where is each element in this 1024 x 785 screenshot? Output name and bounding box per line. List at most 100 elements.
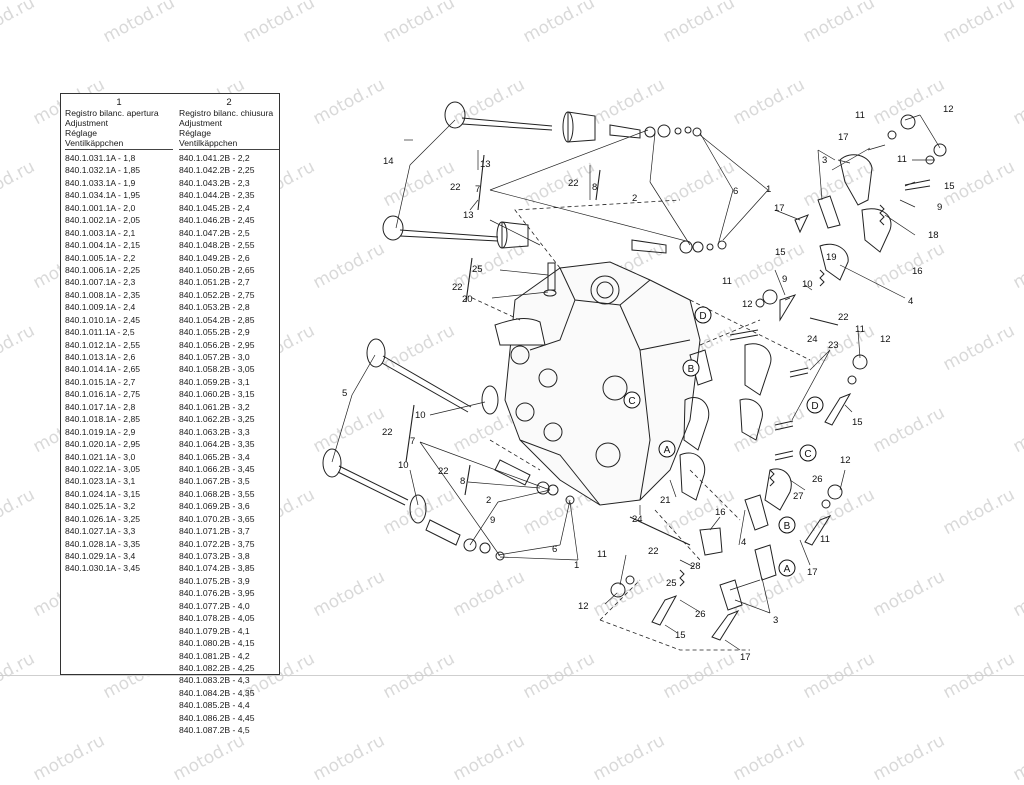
callout-numbers: 14 13 22 7 13 22 8 2 6 1 25 22 20 5 10 2…: [342, 104, 955, 663]
ref-letter-b: B: [688, 364, 695, 375]
table-row: 840.1.029.1A - 3,4: [65, 551, 136, 561]
ref-letter-c-right: C: [804, 449, 811, 460]
table-row: 840.1.057.2B - 3,0: [179, 352, 250, 362]
table-row: 840.1.033.1A - 1,9: [65, 177, 136, 188]
spring-retainers-lower: [463, 481, 575, 561]
table-row: 840.1.052.2B - 2,75: [179, 289, 255, 300]
parts-table: 1 Registro bilanc. apertura Adjustment R…: [60, 93, 280, 735]
leader-lines: [331, 114, 941, 651]
callout-11-mid: 11: [897, 154, 907, 165]
column-number: 1: [116, 97, 122, 108]
callout-17-mid: 17: [774, 203, 785, 214]
callout-24-lower: 24: [632, 514, 643, 525]
callout-15-top: 15: [944, 181, 955, 192]
valve-lower: [322, 338, 472, 506]
column-number: 2: [226, 97, 232, 108]
table-row: 840.1.008.1A - 2,35: [65, 289, 141, 300]
table-row: 840.1.003.1A - 2,1: [65, 227, 136, 238]
callout-17-bottom: 17: [740, 652, 751, 663]
callout-9-lower: 9: [490, 515, 495, 526]
table-row: 840.1.047.2B - 2,5: [179, 227, 250, 238]
brackets: [405, 154, 839, 546]
table-row: 840.1.049.2B - 2,6: [179, 252, 250, 263]
header-line: Adjustment: [179, 118, 222, 128]
table-row: 840.1.004.1A - 2,15: [65, 240, 141, 251]
table-row: 840.1.024.1A - 3,15: [65, 488, 141, 499]
callout-25: 25: [472, 264, 483, 275]
table-row: 840.1.045.2B - 2,4: [179, 202, 250, 213]
callout-4-lower: 4: [741, 537, 746, 548]
callout-10-upper: 10: [415, 410, 426, 421]
header-line: Registro bilanc. apertura: [65, 108, 159, 118]
table-row: 840.1.009.1A - 2,4: [65, 302, 136, 313]
callout-12-top: 12: [943, 104, 954, 115]
table-row: 840.1.014.1A - 2,65: [65, 364, 141, 375]
ref-letter-b-right: B: [784, 521, 791, 532]
table-row: 840.1.071.2B - 3,7: [179, 526, 250, 537]
table-row: 840.1.026.1A - 3,25: [65, 513, 141, 524]
table-row: 840.1.005.1A - 2,2: [65, 252, 136, 263]
callout-5: 5: [342, 388, 347, 399]
callout-2-lower: 2: [486, 495, 491, 506]
callout-1-upper: 1: [766, 184, 771, 195]
table-row: 840.1.022.1A - 3,05: [65, 463, 141, 474]
callout-6-upper: 6: [733, 186, 738, 197]
callout-27: 27: [793, 491, 804, 502]
header-line: Réglage: [65, 128, 98, 138]
cylinder-head: [494, 261, 701, 506]
callout-10-lower: 10: [398, 460, 409, 471]
callout-22-right: 22: [838, 312, 849, 323]
table-row: 840.1.007.1A - 2,3: [65, 277, 136, 288]
callout-22-upper: 22: [450, 182, 461, 193]
reference-markers: D B C A D C B A: [623, 306, 824, 577]
callout-12-lower-right: 12: [840, 455, 851, 466]
table-row: 840.1.068.2B - 3,55: [179, 488, 255, 499]
callout-7-upper: 7: [475, 184, 480, 195]
callout-22-bottom-center: 22: [648, 546, 659, 557]
callout-22-bottom: 22: [438, 466, 449, 477]
table-row: 840.1.077.2B - 4,0: [179, 600, 250, 611]
callout-8-lower: 8: [460, 476, 465, 487]
table-row: 840.1.086.2B - 4,45: [179, 712, 255, 723]
table-row: 840.1.059.2B - 3,1: [179, 376, 250, 387]
table-row: 840.1.012.1A - 2,55: [65, 339, 141, 350]
table-row: 840.1.073.2B - 3,8: [179, 551, 250, 561]
table-row: 840.1.017.1A - 2,8: [65, 401, 136, 412]
callout-25-bottom: 25: [666, 578, 677, 589]
table-row: 840.1.032.1A - 1,85: [65, 165, 141, 176]
table-row: 840.1.061.2B - 3,2: [179, 401, 250, 412]
table-row: 840.1.028.1A - 3,35: [65, 538, 141, 549]
callout-16-lower: 16: [715, 507, 726, 518]
table-row: 840.1.010.1A - 2,45: [65, 314, 141, 325]
callout-19: 19: [826, 252, 837, 263]
callout-12-bottom: 12: [578, 601, 589, 612]
table-row: 840.1.072.2B - 3,75: [179, 538, 255, 549]
table-row: 840.1.027.1A - 3,3: [65, 526, 136, 537]
table-row: 840.1.075.2B - 3,9: [179, 575, 250, 586]
callout-22-lower: 22: [382, 427, 393, 438]
footer-rule: [0, 675, 1024, 676]
table-row: 840.1.053.2B - 2,8: [179, 302, 250, 313]
table-row: 840.1.055.2B - 2,9: [179, 327, 250, 338]
table-row: 840.1.066.2B - 3,45: [179, 463, 255, 474]
table-row: 840.1.006.1A - 2,25: [65, 264, 141, 275]
table-row: 840.1.011.1A - 2,5: [65, 327, 135, 338]
springs: [679, 204, 885, 587]
callout-7-lower: 7: [410, 436, 415, 447]
table-row: 840.1.016.1A - 2,75: [65, 389, 141, 400]
table-row: 840.1.063.2B - 3,3: [179, 426, 250, 437]
table-row: 840.1.051.2B - 2,7: [179, 277, 250, 288]
table-row: 840.1.020.1A - 2,95: [65, 439, 141, 450]
header-line: Ventilkäppchen: [179, 138, 238, 148]
callout-15-mid: 15: [775, 247, 786, 258]
table-row: 840.1.069.2B - 3,6: [179, 501, 250, 512]
callout-15-bottom: 15: [675, 630, 686, 641]
table-column-closing: 2 Registro bilanc. chiusura Adjustment R…: [179, 98, 279, 737]
table-column-opening: 1 Registro bilanc. apertura Adjustment R…: [65, 98, 173, 575]
callout-3-bottom: 3: [773, 615, 778, 626]
table-row: 840.1.067.2B - 3,5: [179, 476, 250, 487]
table-row: 840.1.050.2B - 2,65: [179, 264, 255, 275]
table-row: 840.1.083.2B - 4,3: [179, 675, 250, 686]
assembly-dashed-lines: [467, 199, 811, 651]
